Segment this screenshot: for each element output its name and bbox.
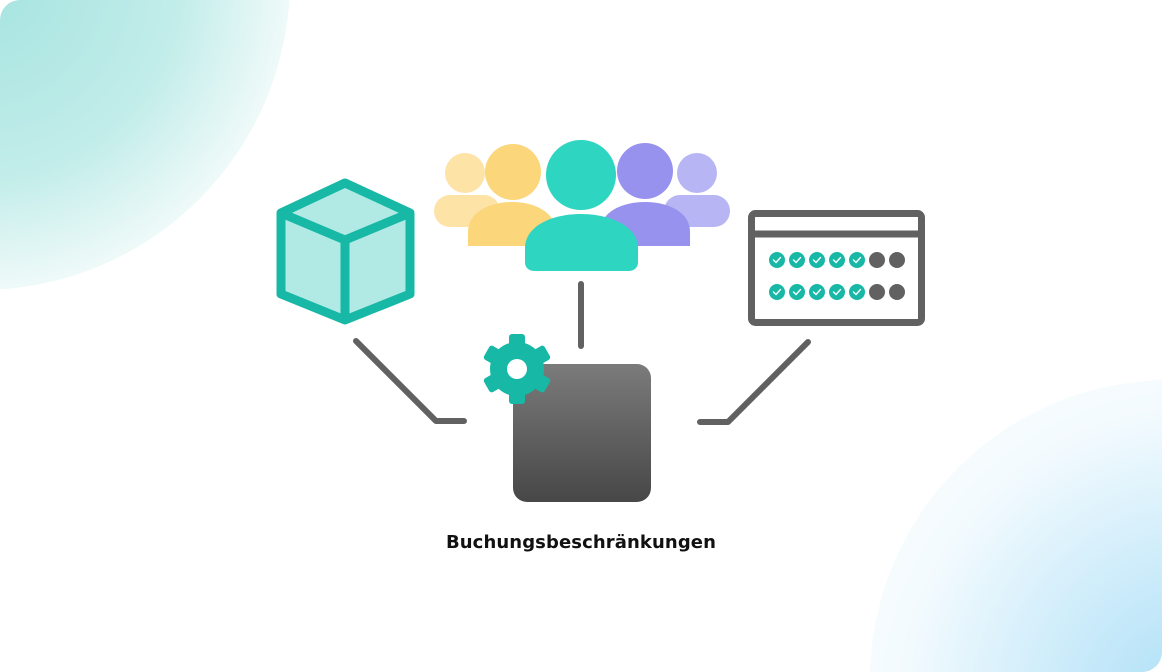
check-dot-icon	[809, 252, 825, 268]
connector-lines	[353, 281, 811, 425]
settings-hub-box	[513, 364, 651, 502]
check-dot-icon	[769, 284, 785, 300]
availability-calendar-icon	[748, 210, 925, 326]
check-dot-icon	[789, 252, 805, 268]
check-dot-icon	[849, 252, 865, 268]
check-dot-icon	[789, 284, 805, 300]
diagram-caption: Buchungsbeschränkungen	[445, 532, 717, 553]
check-dot-icon	[849, 284, 865, 300]
check-dot-icon	[809, 284, 825, 300]
cube-icon	[276, 178, 415, 325]
connector-calendar-hub	[697, 339, 811, 425]
calendar-row-1	[769, 252, 905, 268]
unavailable-dot-icon	[869, 252, 885, 268]
calendar-row-2	[769, 284, 905, 300]
check-dot-icon	[829, 252, 845, 268]
gear-icon	[483, 334, 551, 404]
user-group-icon	[434, 140, 730, 271]
check-dot-icon	[769, 252, 785, 268]
unavailable-dot-icon	[869, 284, 885, 300]
connector-resource-hub	[353, 338, 467, 424]
unavailable-dot-icon	[889, 284, 905, 300]
check-dot-icon	[829, 284, 845, 300]
unavailable-dot-icon	[889, 252, 905, 268]
